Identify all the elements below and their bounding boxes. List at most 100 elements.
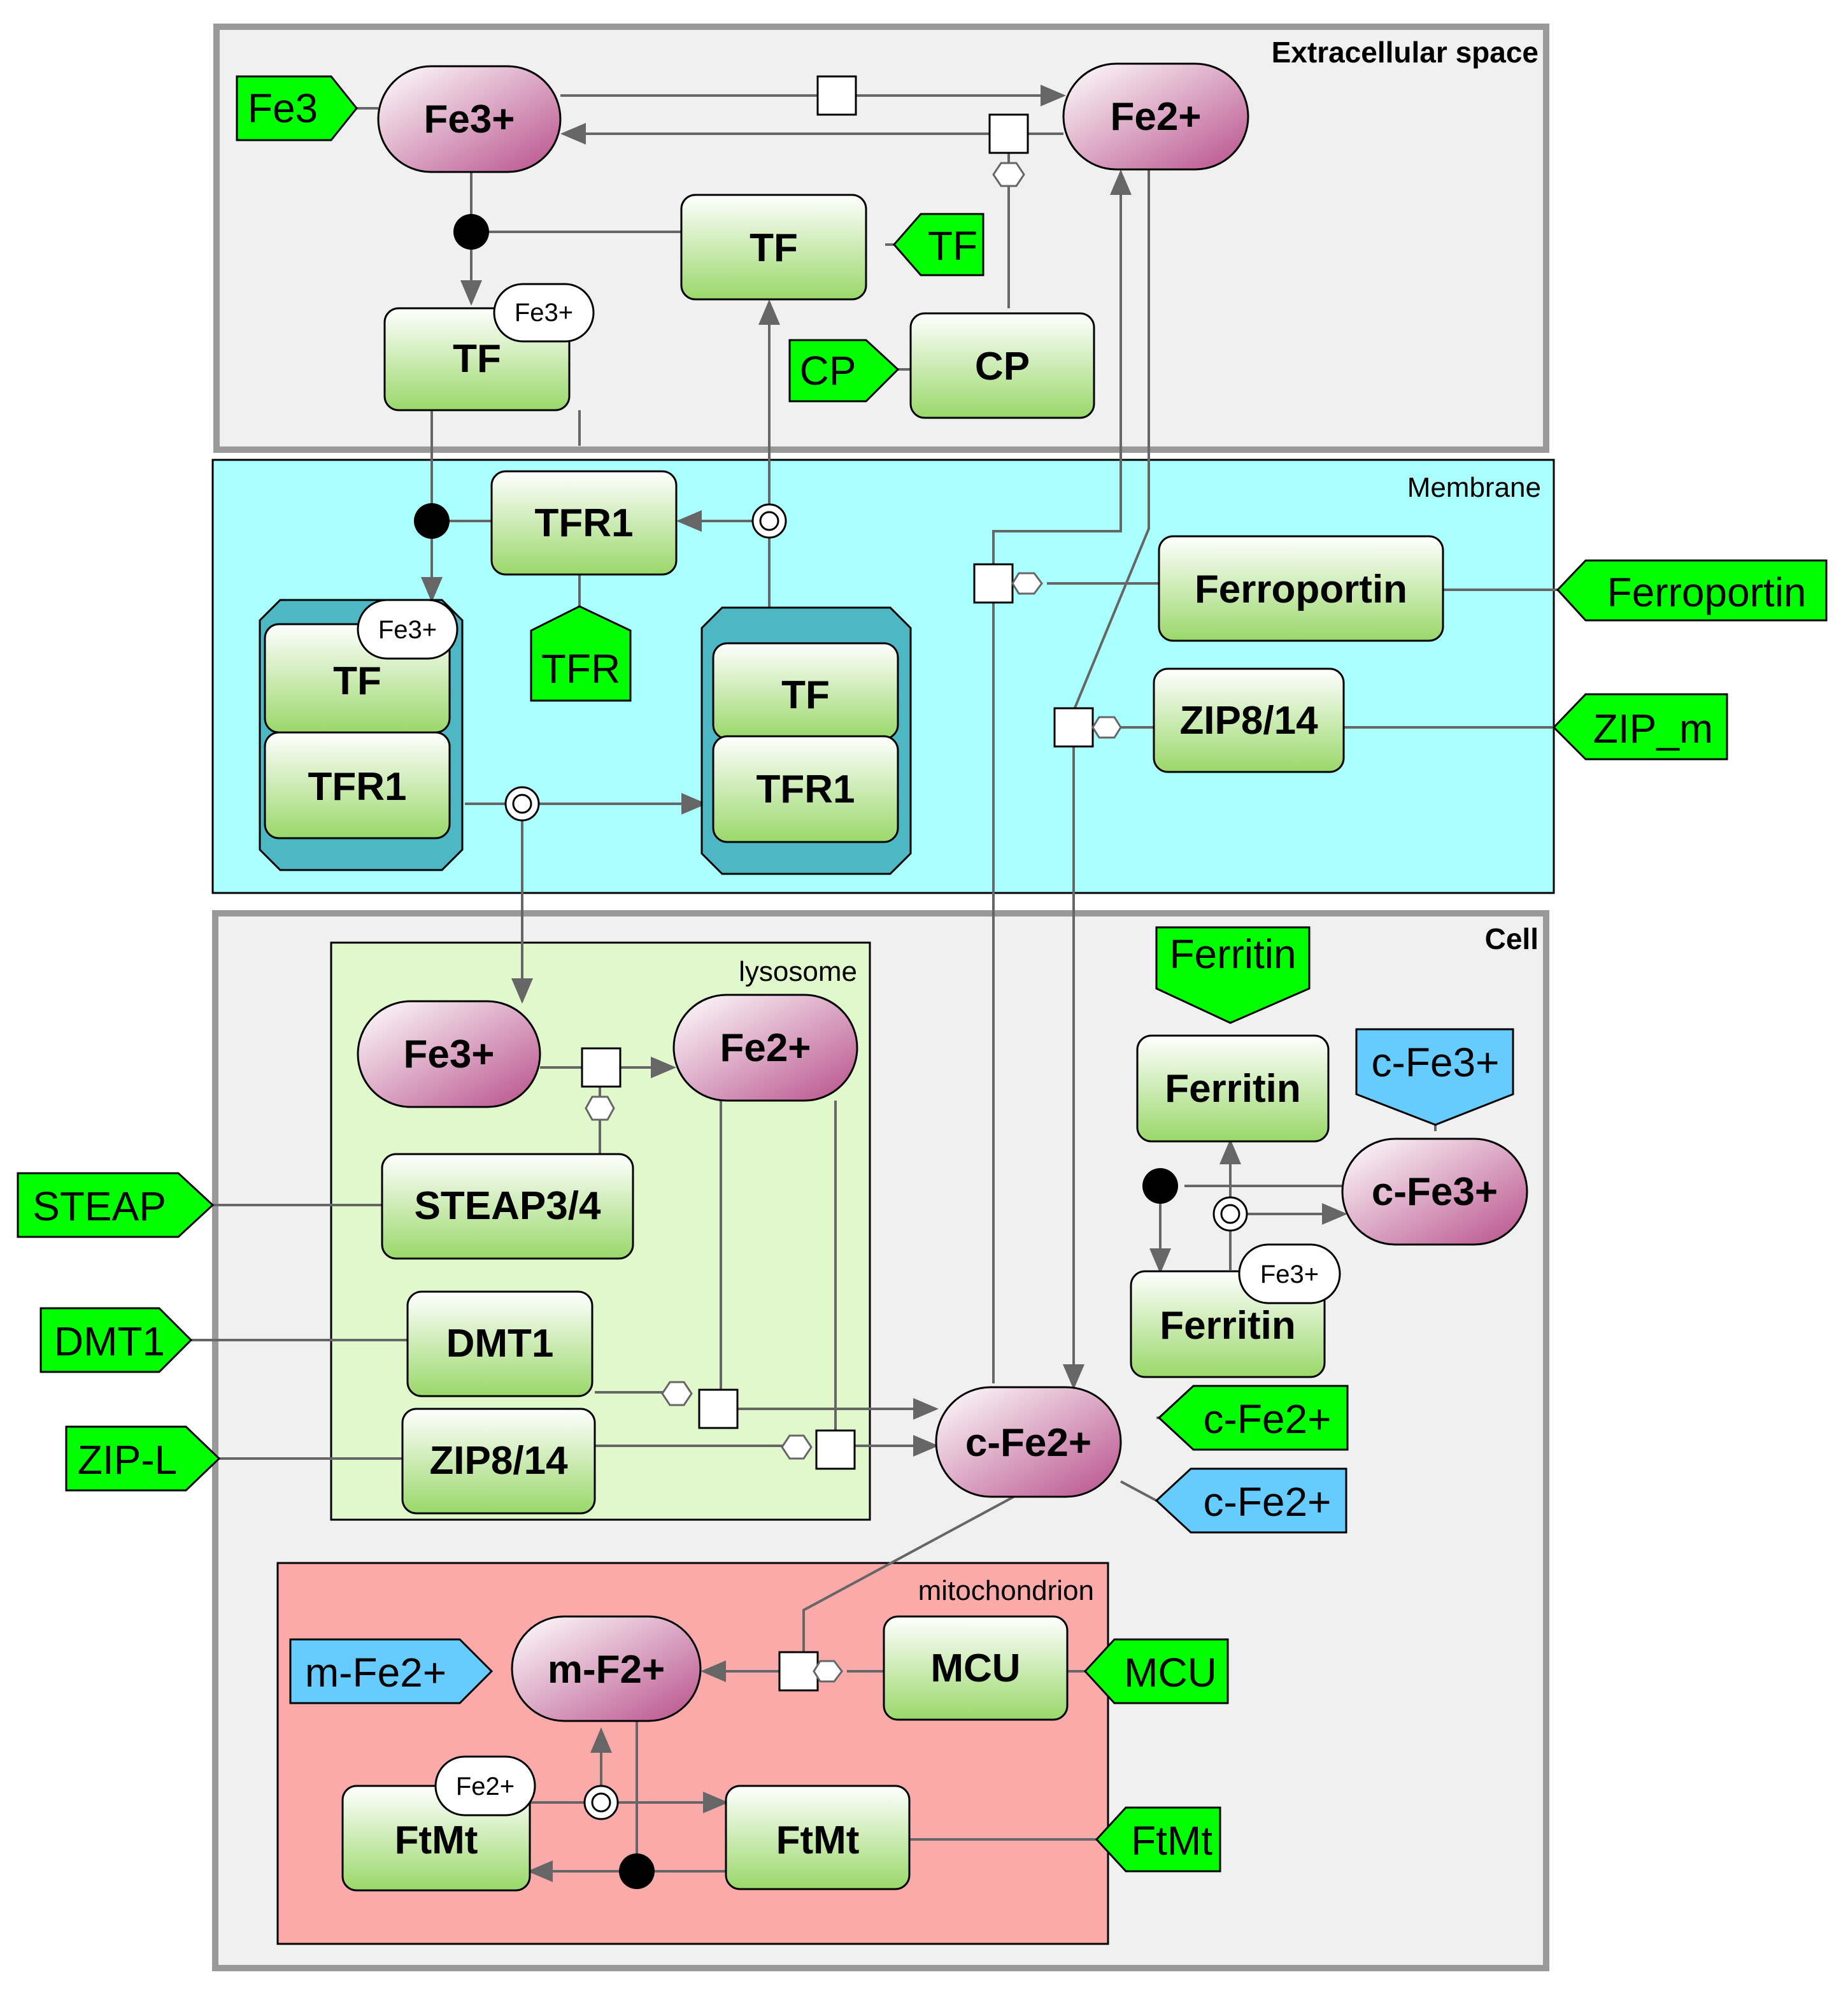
fe3-extracellular-label: Fe3+ [423,97,515,141]
ferroportin-label: Ferroportin [1195,567,1407,611]
node-zip-lysosome[interactable]: ZIP8/14 [401,1408,596,1515]
association-dots [414,214,1178,1889]
tag-tfr-label: TFR [541,646,620,692]
node-tfr1[interactable]: TFR1 [490,470,678,576]
complex1-tfr1[interactable]: TFR1 [264,731,451,839]
state-variable [1238,1243,1341,1304]
tag-ferritin[interactable]: Ferritin [1155,926,1311,1024]
dmt1-label: DMT1 [446,1322,554,1366]
tag-tf[interactable]: TF [893,213,984,276]
fe2-lysosome-label: Fe2+ [720,1026,811,1070]
complex2-tf[interactable]: TF [712,642,899,740]
complex2-tfr1-label: TFR1 [757,767,855,811]
tag-zip-m-label: ZIP_m [1593,706,1713,752]
tfr1-label: TFR1 [535,501,634,545]
tag-zip-m[interactable]: ZIP_m [1552,693,1728,760]
dissociation-glyphs [504,503,1248,1820]
ferritin-fe3-label: Ferritin [1160,1304,1296,1348]
tag-cp-label: CP [800,348,856,394]
steap-label: STEAP3/4 [415,1184,601,1228]
node-fe2-lysosome[interactable]: Fe2+ [672,994,858,1102]
node-cp[interactable]: CP [909,312,1095,419]
tag-cfe2-blue[interactable]: c-Fe2+ [1155,1467,1347,1534]
ferritin-fe3-state: Fe3+ [1260,1260,1319,1288]
tag-ferritin-label: Ferritin [1169,931,1296,977]
tag-steap[interactable]: STEAP [17,1172,215,1238]
tag-mfe2[interactable]: m-Fe2+ [289,1638,494,1704]
process-square [988,113,1029,154]
process-square [581,1047,622,1088]
node-tf-fe3[interactable]: TF Fe3+ [383,283,595,411]
process-square [778,1651,819,1692]
complex2-tf-label: TF [781,673,830,717]
node-fe3-extracellular[interactable]: Fe3+ [377,65,562,173]
node-steap[interactable]: STEAP3/4 [381,1153,634,1260]
mcu-label: MCU [930,1646,1020,1690]
catalysis-glyphs [585,162,1122,1683]
state-variable [493,283,595,343]
node-zip-membrane[interactable]: ZIP8/14 [1153,667,1345,773]
tag-mfe2-label: m-Fe2+ [305,1650,446,1695]
node-dmt1[interactable]: DMT1 [406,1290,593,1397]
tag-zip-l[interactable]: ZIP-L [65,1425,221,1492]
tag-cp[interactable]: CP [788,339,900,403]
tag-zip-l-label: ZIP-L [78,1437,177,1483]
node-mcu[interactable]: MCU [883,1615,1069,1721]
mf2-label: m-F2+ [548,1648,665,1692]
complex1-tf-state: Fe3+ [378,616,437,644]
process-square [973,563,1014,604]
node-cfe2[interactable]: c-Fe2+ [935,1386,1122,1498]
tag-cfe3[interactable]: c-Fe3+ [1355,1028,1514,1126]
node-ferritin[interactable]: Ferritin [1136,1034,1330,1143]
tag-ftmt[interactable]: FtMt [1095,1806,1221,1873]
cell-label: Cell [1485,922,1539,955]
tag-cfe2-blue-label: c-Fe2+ [1204,1479,1332,1525]
tag-fe3[interactable]: Fe3 [236,75,358,141]
tag-ftmt-label: FtMt [1131,1818,1212,1864]
fe3-lysosome-label: Fe3+ [403,1032,494,1076]
tag-ferroportin[interactable]: Ferroportin [1556,559,1828,622]
process-square [698,1388,739,1429]
tag-mcu-label: MCU [1124,1650,1217,1695]
state-variable [434,1755,536,1816]
zip-membrane-label: ZIP8/14 [1179,699,1318,743]
process-square [1053,707,1094,748]
tag-fe3-label: Fe3 [248,85,318,131]
tag-steap-label: STEAP [32,1183,166,1229]
tag-dmt1[interactable]: DMT1 [39,1307,193,1373]
node-ftmt[interactable]: FtMt [725,1785,911,1890]
ftmt-fe2-state: Fe2+ [456,1773,515,1801]
state-variable [357,599,458,660]
complex2-tfr1[interactable]: TFR1 [712,735,899,843]
node-tf[interactable]: TF [680,194,867,301]
complex1-tfr1-label: TFR1 [308,765,407,809]
membrane-label: Membrane [1407,472,1541,503]
lysosome-label: lysosome [739,956,857,987]
tf-label: TF [750,226,798,270]
node-cfe3[interactable]: c-Fe3+ [1341,1138,1528,1246]
process-square [816,75,857,116]
node-ferroportin[interactable]: Ferroportin [1158,535,1444,642]
node-fe3-lysosome[interactable]: Fe3+ [357,1000,541,1108]
node-mf2[interactable]: m-F2+ [511,1615,702,1722]
fe2-extracellular-label: Fe2+ [1110,95,1201,139]
extracellular-label: Extracellular space [1272,36,1539,69]
process-square [815,1429,856,1470]
node-ferritin-fe3[interactable]: Ferritin Fe3+ [1130,1243,1341,1378]
ftmt-fe2-label: FtMt [395,1818,478,1862]
tag-mcu[interactable]: MCU [1083,1638,1229,1704]
tag-ferroportin-label: Ferroportin [1607,569,1807,615]
cfe3-label: c-Fe3+ [1372,1170,1498,1214]
tag-tf-label: TF [928,223,977,269]
node-fe2-extracellular[interactable]: Fe2+ [1062,62,1249,171]
ferritin-label: Ferritin [1165,1067,1301,1111]
tag-cfe2-green-label: c-Fe2+ [1204,1396,1332,1442]
tag-tfr[interactable]: TFR [530,605,632,702]
node-ftmt-fe2[interactable]: FtMt Fe2+ [341,1755,536,1892]
tag-dmt1-label: DMT1 [54,1318,165,1364]
tag-cfe2-green[interactable]: c-Fe2+ [1157,1385,1349,1451]
zip-lysosome-label: ZIP8/14 [429,1439,568,1483]
cp-label: CP [975,345,1030,389]
tf-fe3-state: Fe3+ [515,299,573,327]
